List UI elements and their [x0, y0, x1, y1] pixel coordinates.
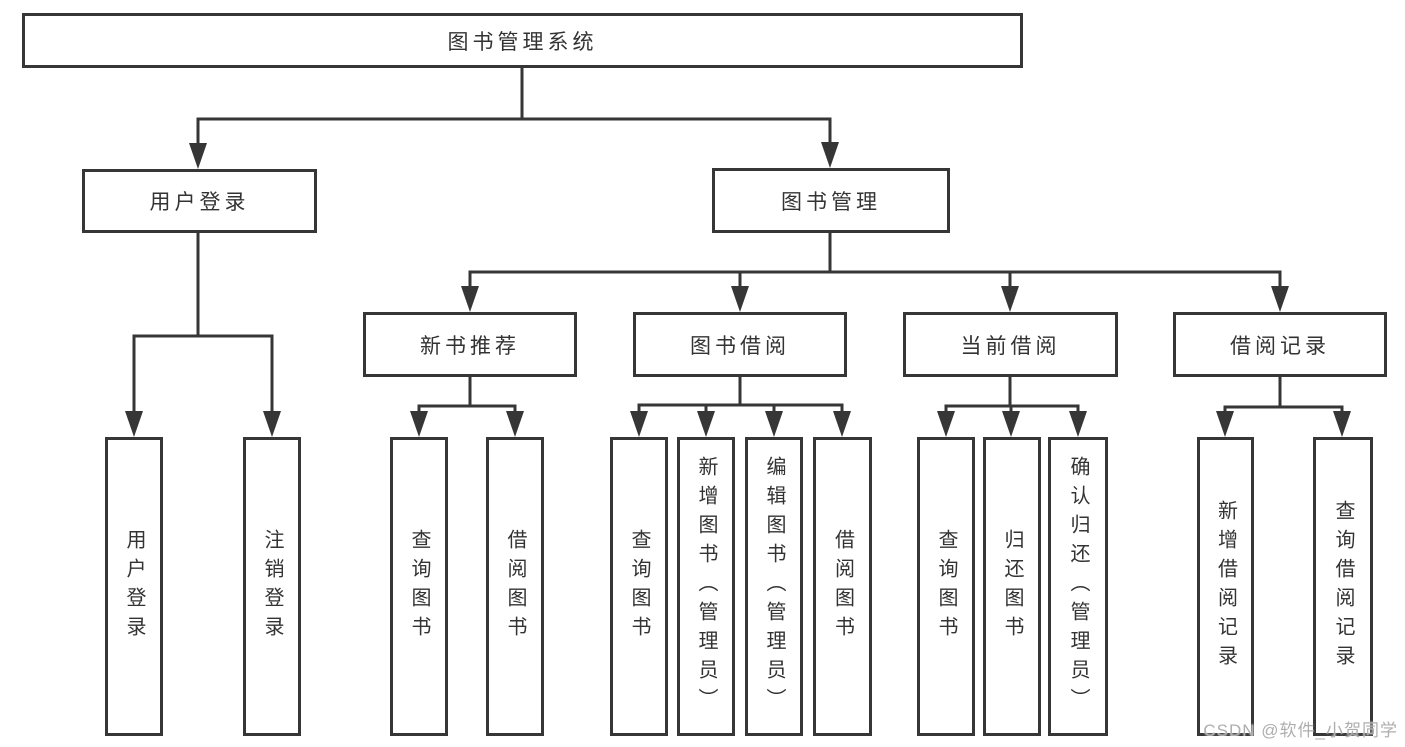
node-book-borrow-label: 图书借阅	[690, 334, 790, 358]
arrowhead	[1002, 411, 1020, 437]
node-borrow-records-label: 借阅记录	[1230, 334, 1330, 358]
node-new-book-recommend-label: 新书推荐	[420, 334, 520, 358]
arrowhead	[125, 411, 143, 437]
arrowhead	[821, 142, 839, 168]
node-new-book-recommend: 新书推荐	[363, 312, 577, 377]
connector-root-branch	[196, 66, 832, 152]
leaf-borrow-books: 借阅图书	[813, 437, 872, 736]
node-current-borrow: 当前借阅	[903, 312, 1118, 377]
arrowhead	[1271, 286, 1289, 312]
node-user-login: 用户登录	[82, 169, 317, 233]
leaf-confirm-return-admin: 确认归还（管理员）	[1048, 437, 1108, 736]
leaf-add-borrow-record: 新增借阅记录	[1197, 437, 1254, 736]
leaf-borrow-books-label: 借阅图书	[831, 528, 854, 645]
leaf-query-books-current: 查询图书	[917, 437, 975, 736]
arrowhead	[630, 411, 648, 437]
arrowhead	[731, 286, 749, 312]
node-book-borrow: 图书借阅	[633, 312, 847, 377]
arrowhead	[697, 411, 715, 437]
node-user-login-label: 用户登录	[149, 191, 250, 214]
leaf-edit-book-admin-label: 编辑图书（管理员）	[763, 456, 785, 717]
leaf-edit-book-admin: 编辑图书（管理员）	[745, 437, 803, 736]
leaf-query-borrow-record: 查询借阅记录	[1313, 437, 1373, 736]
connector-recommend-branch	[417, 375, 517, 420]
arrowhead	[833, 411, 851, 437]
node-library-system: 图书管理系统	[22, 13, 1023, 68]
arrowhead	[189, 143, 207, 169]
leaf-return-book: 归还图书	[983, 437, 1041, 736]
leaf-confirm-return-admin-label: 确认归还（管理员）	[1067, 456, 1089, 717]
node-book-management: 图书管理	[712, 168, 950, 233]
leaf-return-book-label: 归还图书	[1001, 528, 1023, 645]
arrowhead	[410, 411, 428, 437]
arrowhead	[1333, 411, 1351, 437]
leaf-borrow-books-recommend-label: 借阅图书	[504, 528, 526, 645]
leaf-user-login-label: 用户登录	[123, 528, 145, 645]
connector-records-branch	[1223, 375, 1344, 420]
leaf-query-books-recommend: 查询图书	[390, 437, 448, 736]
node-borrow-records: 借阅记录	[1173, 312, 1387, 377]
arrowhead	[1001, 286, 1019, 312]
leaf-borrow-books-recommend: 借阅图书	[486, 437, 544, 736]
leaf-add-borrow-record-label: 新增借阅记录	[1214, 499, 1237, 674]
leaf-query-books-recommend-label: 查询图书	[408, 528, 430, 645]
connector-user-login-branch	[132, 231, 274, 420]
leaf-query-borrow-record-label: 查询借阅记录	[1332, 499, 1354, 674]
leaf-add-book-admin-label: 新增图书（管理员）	[695, 456, 717, 717]
arrowhead	[461, 286, 479, 312]
arrowhead	[1069, 411, 1087, 437]
connector-current-branch	[944, 375, 1080, 420]
node-book-management-label: 图书管理	[781, 190, 881, 214]
leaf-query-books-borrow-label: 查询图书	[628, 528, 650, 645]
arrowhead	[937, 411, 955, 437]
node-current-borrow-label: 当前借阅	[960, 334, 1061, 358]
leaf-query-books-borrow: 查询图书	[610, 437, 668, 736]
connector-book-mgmt-branch	[468, 231, 1282, 295]
arrowhead	[263, 411, 281, 437]
leaf-logout: 注销登录	[243, 437, 301, 736]
node-library-system-label: 图书管理系统	[447, 30, 598, 54]
arrowhead	[765, 411, 783, 437]
leaf-user-login: 用户登录	[105, 437, 163, 736]
arrowhead	[1216, 411, 1234, 437]
arrowhead	[506, 411, 524, 437]
leaf-logout-label: 注销登录	[261, 528, 283, 645]
csdn-watermark: CSDN @软件_小贺同学	[1203, 721, 1398, 740]
leaf-add-book-admin: 新增图书（管理员）	[677, 437, 735, 736]
connector-borrow-branch	[637, 375, 844, 420]
leaf-query-books-current-label: 查询图书	[935, 528, 957, 645]
